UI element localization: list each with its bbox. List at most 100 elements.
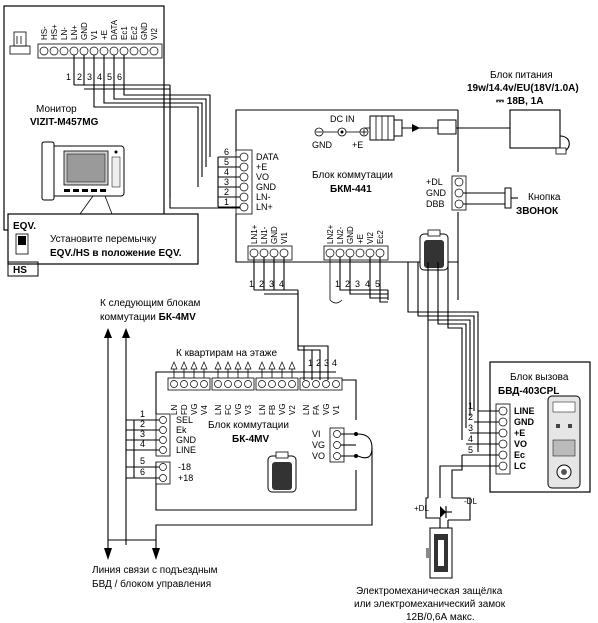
- svg-text:6: 6: [224, 147, 229, 157]
- bkm-module-icon: [419, 229, 449, 271]
- svg-text:FD: FD: [180, 404, 189, 415]
- svg-text:FA: FA: [312, 405, 321, 415]
- minus-dl-label: -DL: [464, 497, 477, 506]
- monitor-term-label: HS+: [50, 24, 59, 40]
- line-note-2: БВД / блоком управления: [92, 578, 211, 590]
- call-term-label: Ec: [514, 450, 525, 460]
- svg-text:3: 3: [140, 429, 145, 439]
- bk4mv-left-label: SEL: [176, 415, 193, 425]
- bkm-model: БКМ-441: [330, 184, 372, 195]
- line-note-1: Линия связи с подъездным: [92, 565, 218, 576]
- lock-caption-3: 12В/0,6А макс.: [406, 612, 475, 623]
- svg-text:LN: LN: [302, 405, 311, 415]
- bk4mv-top-arrows: [170, 361, 296, 380]
- svg-text:1: 1: [468, 401, 473, 411]
- monitor-connector-icon: [9, 31, 31, 55]
- svg-text:5: 5: [140, 456, 145, 466]
- bkm-bottom-label: GND: [270, 226, 279, 244]
- svg-text:3: 3: [468, 423, 473, 433]
- svg-text:LN: LN: [170, 405, 179, 415]
- svg-text:V1: V1: [332, 405, 341, 415]
- monitor-term-label: LN+: [70, 25, 79, 40]
- dc-plus-e-label: +E: [352, 140, 363, 150]
- bk4mv-model: БК-4MV: [232, 434, 270, 445]
- monitor-term-label: GND: [80, 22, 89, 40]
- svg-text:2: 2: [316, 358, 321, 368]
- svg-text:3: 3: [355, 279, 360, 289]
- bk4mv-left-label: GND: [176, 435, 197, 445]
- svg-text:1: 1: [224, 197, 229, 207]
- bkm-term-label: GND: [256, 182, 277, 192]
- svg-text:V2: V2: [288, 405, 297, 415]
- bkm-title: Блок коммутации: [312, 170, 393, 181]
- monitor-section: HS- HS+ LN- LN+ GND V1 +E DATA Ec1 Ec2 G…: [3, 5, 170, 231]
- call-unit-section: Блок вызова БВД-403CPL LINE GND +E VO Ec…: [439, 361, 591, 498]
- svg-text:1: 1: [308, 358, 313, 368]
- jumper-note: EQV. HS Установите перемычку EQV./HS в п…: [7, 213, 199, 277]
- svg-text:VG: VG: [234, 403, 243, 415]
- svg-text:2: 2: [224, 187, 229, 197]
- power-spec: 19w/14.4v/EU(18V/1.0A): [467, 83, 579, 94]
- jumper-note-box: [7, 213, 199, 265]
- plug-icon: [555, 147, 567, 155]
- monitor-term-label: Ec2: [130, 26, 139, 40]
- svg-text:LN: LN: [258, 405, 267, 415]
- svg-text:FC: FC: [224, 404, 233, 415]
- dc-in-label: DC IN: [330, 114, 355, 124]
- bkm-right-label: GND: [426, 188, 447, 198]
- bk4mv-top-labels: LN FD VG V4 LN FC VG V3 LN FB VG V2 LN F…: [170, 403, 341, 415]
- bk4mv-top-blocks: [167, 377, 343, 391]
- lock-section: +DL -DL Электромеханическая защёлка или …: [354, 320, 506, 623]
- electric-lock-icon: [426, 518, 453, 579]
- monitor-term-label: VI2: [150, 27, 159, 40]
- monitor-terminal-labels: HS- HS+ LN- LN+ GND V1 +E DATA Ec1 Ec2 G…: [40, 19, 159, 40]
- jumper-note-text-bold: EQV./HS в положение EQV.: [50, 248, 182, 259]
- svg-text:LN: LN: [214, 405, 223, 415]
- bk4mv-section: LN FD VG V4 LN FC VG V3 LN FB VG V2 LN F…: [126, 358, 373, 511]
- next-blocks-line2: коммутации: [100, 312, 159, 323]
- bkm-term-label: LN-: [256, 192, 271, 202]
- wire-number: 5: [107, 72, 112, 82]
- svg-text:4: 4: [332, 358, 337, 368]
- svg-text:6: 6: [140, 467, 145, 477]
- svg-text:2: 2: [259, 279, 264, 289]
- monitor-term-label: LN-: [60, 27, 69, 40]
- bkm-bottom-label: +E: [356, 234, 365, 244]
- bkm-bottom-label: LN1-: [260, 226, 269, 244]
- diode-icon: [440, 506, 452, 518]
- svg-text:3: 3: [324, 358, 329, 368]
- apartments-label: К квартирам на этаже: [176, 348, 277, 359]
- power-supply-section: Блок питания 19w/14.4v/EU(18V/1.0A) ⎓ 18…: [312, 70, 579, 155]
- call-unit-title: Блок вызова: [510, 372, 569, 383]
- monitor-term-label: V1: [90, 30, 99, 40]
- bkm-left-screws: [239, 152, 249, 212]
- eqv-label: EQV.: [13, 221, 36, 232]
- svg-text:4: 4: [365, 279, 370, 289]
- call-term-label: VO: [514, 439, 527, 449]
- call-term-label: GND: [514, 417, 535, 427]
- wire-number: 6: [117, 72, 122, 82]
- svg-text:3: 3: [269, 279, 274, 289]
- bk4mv-left-block: [155, 413, 171, 457]
- bk4mv-title: Блок коммутации: [208, 420, 289, 431]
- bus-to-line: [104, 448, 373, 560]
- wire-number: 1: [66, 72, 71, 82]
- jumper-note-text: Установите перемычку: [50, 234, 156, 245]
- call-term-label: +E: [514, 428, 525, 438]
- svg-text:5: 5: [375, 279, 380, 289]
- svg-text:2: 2: [468, 412, 473, 422]
- monitor-term-label: HS-: [40, 26, 49, 40]
- dc-gnd-label: GND: [312, 140, 333, 150]
- bkm-bottom-label: LN2+: [326, 224, 335, 244]
- bkm-term-label: +E: [256, 162, 267, 172]
- lock-caption-1: Электромеханическая защёлка: [356, 586, 503, 597]
- bkm-bottom-label: VI1: [280, 231, 289, 244]
- svg-text:V4: V4: [200, 405, 209, 415]
- bkm-right-label: +DL: [426, 177, 443, 187]
- svg-text:5: 5: [468, 445, 473, 455]
- bk4mv-right-label: VG: [312, 440, 325, 450]
- svg-text:VG: VG: [278, 403, 287, 415]
- monitor-term-label: GND: [140, 22, 149, 40]
- lock-caption-2: или электромеханический замок: [354, 599, 506, 610]
